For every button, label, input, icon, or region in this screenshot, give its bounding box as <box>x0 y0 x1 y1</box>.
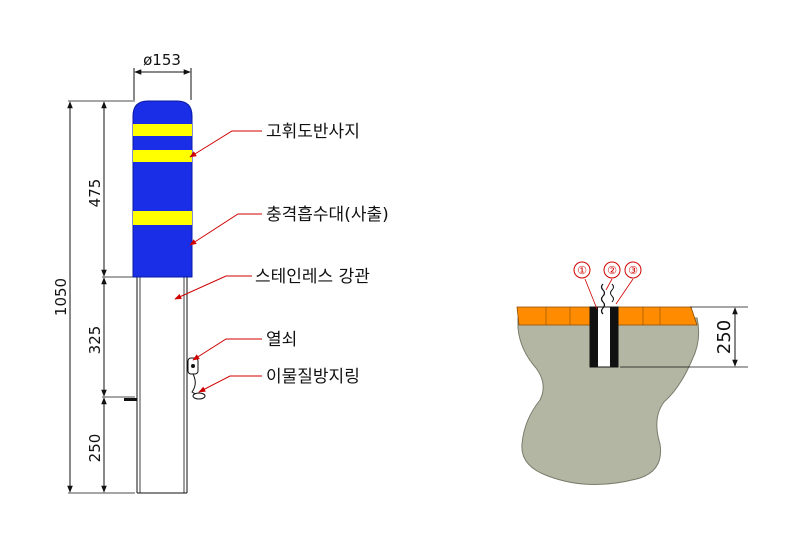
callout-shock-absorber: 충격흡수대(사출) <box>266 205 389 225</box>
detail-number-2: ② <box>607 264 617 277</box>
lower-height-label: 250 <box>86 434 104 463</box>
detail-number-3: ③ <box>628 264 638 277</box>
socket-wall <box>590 307 598 367</box>
callouts: 고휘도반사지 충격흡수대(사출) 스테인레스 강관 열쇠 이물질방지링 <box>174 122 389 393</box>
bollard <box>124 100 206 494</box>
upper-height-label: 475 <box>86 179 104 208</box>
callout-anti-theft-ring: 이물질방지링 <box>266 367 360 387</box>
concrete-foundation <box>517 317 700 485</box>
detail-number-1: ① <box>577 264 587 277</box>
callout-key: 열쇠 <box>266 330 297 350</box>
height-dimensions: 1050 475 325 250 <box>52 100 135 494</box>
diameter-dimension: ø153 <box>133 51 192 100</box>
reflective-stripe <box>133 124 192 136</box>
callout-stainless-pipe: 스테인레스 강관 <box>255 267 370 287</box>
reflective-stripe <box>133 211 192 225</box>
socket-wall <box>610 307 618 367</box>
callout-reflective-sheet: 고휘도반사지 <box>266 122 360 142</box>
key-lock <box>187 357 206 400</box>
reflective-stripe <box>133 150 192 162</box>
embed-depth-label: 250 <box>714 320 735 354</box>
blue-cover <box>132 100 193 278</box>
middle-height-label: 325 <box>86 326 104 355</box>
diameter-label: ø153 <box>143 51 181 69</box>
total-height-label: 1050 <box>52 278 70 316</box>
installation-detail: ① ② ③ 250 <box>516 261 748 485</box>
